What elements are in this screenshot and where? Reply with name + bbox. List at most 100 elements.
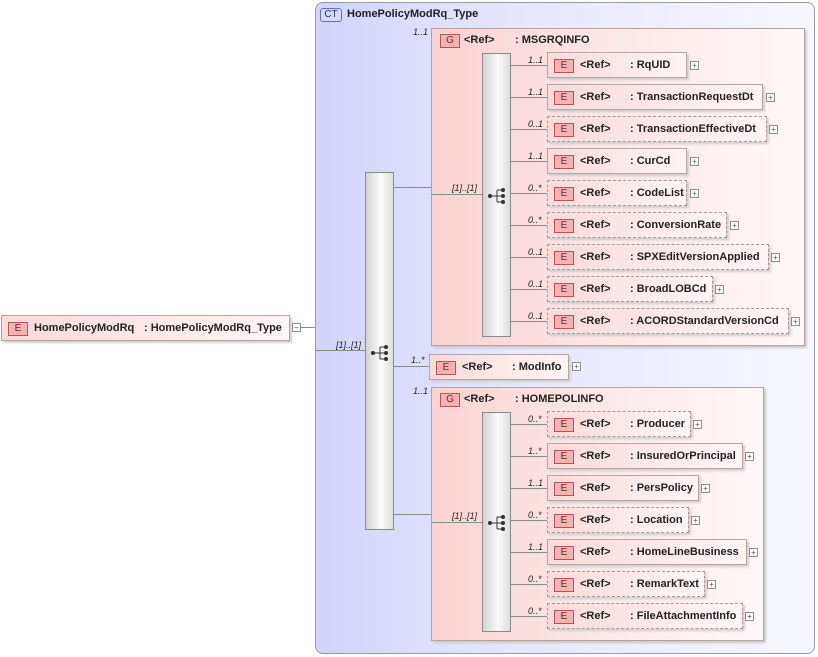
minus-icon[interactable]: −: [292, 323, 301, 332]
element-badge: E: [554, 123, 574, 137]
element-spxeditversionapplied[interactable]: E <Ref> : SPXEditVersionApplied: [547, 244, 769, 270]
element-name: : CurCd: [630, 155, 671, 167]
plus-icon[interactable]: +: [749, 548, 758, 557]
element-codelist[interactable]: E <Ref> : CodeList: [547, 180, 687, 206]
element-name: : PersPolicy: [630, 482, 693, 494]
element-location[interactable]: E <Ref> : Location: [547, 507, 689, 533]
element-badge: E: [554, 283, 574, 297]
element-ref-label: <Ref>: [580, 578, 611, 590]
connector-line: [511, 193, 547, 194]
element-cardinality: 0..1: [528, 247, 544, 257]
element-name: : TransactionEffectiveDt: [630, 123, 756, 135]
connector-line: [315, 350, 365, 351]
element-name: : Producer: [630, 418, 686, 430]
element-name: : RqUID: [630, 59, 671, 71]
element-curcd[interactable]: E <Ref> : CurCd: [547, 148, 687, 174]
element-name: : Location: [630, 514, 683, 526]
plus-icon[interactable]: +: [690, 189, 699, 198]
element-broadlobcd[interactable]: E <Ref> : BroadLOBCd: [547, 276, 713, 302]
plus-icon[interactable]: +: [693, 420, 702, 429]
element-name: : ACORDStandardVersionCd: [630, 315, 779, 327]
element-badge: E: [554, 219, 574, 233]
group-name: : MSGRQINFO: [515, 34, 590, 46]
connector-line: [511, 97, 547, 98]
element-ref-label: <Ref>: [580, 482, 611, 494]
element-cardinality: 0..1: [528, 311, 544, 321]
group-ref-label: <Ref>: [464, 393, 495, 405]
element-ref-label: <Ref>: [580, 251, 611, 263]
element-ref-label: <Ref>: [462, 361, 493, 373]
element-cardinality: 0..1: [528, 279, 544, 289]
element-ref-label: <Ref>: [580, 155, 611, 167]
element-ref-label: <Ref>: [580, 315, 611, 327]
element-name: : CodeList: [630, 187, 684, 199]
element-ref-label: <Ref>: [580, 450, 611, 462]
sequence-compositor[interactable]: [482, 412, 511, 632]
connector-line: [511, 321, 547, 322]
element-cardinality: 1..*: [411, 355, 425, 365]
connector-line: [511, 520, 547, 521]
connector-line: [511, 257, 547, 258]
element-ref-label: <Ref>: [580, 187, 611, 199]
connector-line: [511, 225, 547, 226]
connector-line: [511, 552, 547, 553]
plus-icon[interactable]: +: [745, 612, 754, 621]
element-badge: E: [554, 418, 574, 432]
connector-line: [431, 194, 482, 195]
element-ref-label: <Ref>: [580, 546, 611, 558]
element-badge: E: [554, 514, 574, 528]
element-transactionrequestdt[interactable]: E <Ref> : TransactionRequestDt: [547, 84, 763, 110]
element-cardinality: 1..1: [528, 87, 544, 97]
element-producer[interactable]: E <Ref> : Producer: [547, 411, 691, 437]
group-cardinality: 1..1: [413, 27, 429, 37]
plus-icon[interactable]: +: [707, 580, 716, 589]
plus-icon[interactable]: +: [745, 452, 754, 461]
element-cardinality: 0..1: [528, 119, 544, 129]
element-name: : SPXEditVersionApplied: [630, 251, 760, 263]
plus-icon[interactable]: +: [690, 157, 699, 166]
element-ref-label: <Ref>: [580, 610, 611, 622]
element-perspolicy[interactable]: E <Ref> : PersPolicy: [547, 475, 699, 501]
sequence-cardinality: [1]..[1]: [336, 340, 362, 350]
plus-icon[interactable]: +: [791, 317, 800, 326]
complex-type-name: HomePolicyModRq_Type: [347, 8, 479, 20]
root-element-name: HomePolicyModRq: [34, 322, 135, 334]
plus-icon[interactable]: +: [766, 93, 775, 102]
plus-icon[interactable]: +: [572, 362, 581, 371]
element-badge: E: [554, 315, 574, 329]
root-element[interactable]: E HomePolicyModRq : HomePolicyModRq_Type: [1, 315, 290, 341]
element-modinfo[interactable]: E <Ref> : ModInfo: [429, 354, 569, 380]
element-transactioneffectivedt[interactable]: E <Ref> : TransactionEffectiveDt: [547, 116, 767, 142]
element-remarktext[interactable]: E <Ref> : RemarkText: [547, 571, 705, 597]
group-name: : HOMEPOLINFO: [515, 393, 604, 405]
element-ref-label: <Ref>: [580, 59, 611, 71]
sequence-icon: [371, 345, 389, 361]
connector-line: [511, 161, 547, 162]
plus-icon[interactable]: +: [690, 61, 699, 70]
connector-line: [394, 366, 429, 367]
plus-icon[interactable]: +: [771, 253, 780, 262]
element-badge: E: [554, 578, 574, 592]
plus-icon[interactable]: +: [730, 221, 739, 230]
element-ref-label: <Ref>: [580, 418, 611, 430]
plus-icon[interactable]: +: [769, 125, 778, 134]
element-insuredorprincipal[interactable]: E <Ref> : InsuredOrPrincipal: [547, 443, 743, 469]
plus-icon[interactable]: +: [715, 285, 724, 294]
sequence-icon: [488, 188, 506, 204]
element-conversionrate[interactable]: E <Ref> : ConversionRate: [547, 212, 727, 238]
plus-icon[interactable]: +: [701, 484, 710, 493]
plus-icon[interactable]: +: [691, 516, 700, 525]
element-rquid[interactable]: E <Ref> : RqUID: [547, 52, 687, 78]
element-name: : HomeLineBusiness: [630, 546, 739, 558]
connector-line: [431, 522, 482, 523]
element-acordstandardversioncd[interactable]: E <Ref> : ACORDStandardVersionCd: [547, 308, 789, 334]
sequence-compositor[interactable]: [482, 53, 511, 337]
element-cardinality: 0..*: [528, 510, 542, 520]
element-name: : ModInfo: [512, 361, 562, 373]
connector-line: [511, 129, 547, 130]
sequence-compositor[interactable]: [365, 172, 394, 530]
element-homelinebusiness[interactable]: E <Ref> : HomeLineBusiness: [547, 539, 747, 565]
element-name: : ConversionRate: [630, 219, 722, 231]
connector-line: [511, 65, 547, 66]
element-fileattachmentinfo[interactable]: E <Ref> : FileAttachmentInfo: [547, 603, 743, 629]
